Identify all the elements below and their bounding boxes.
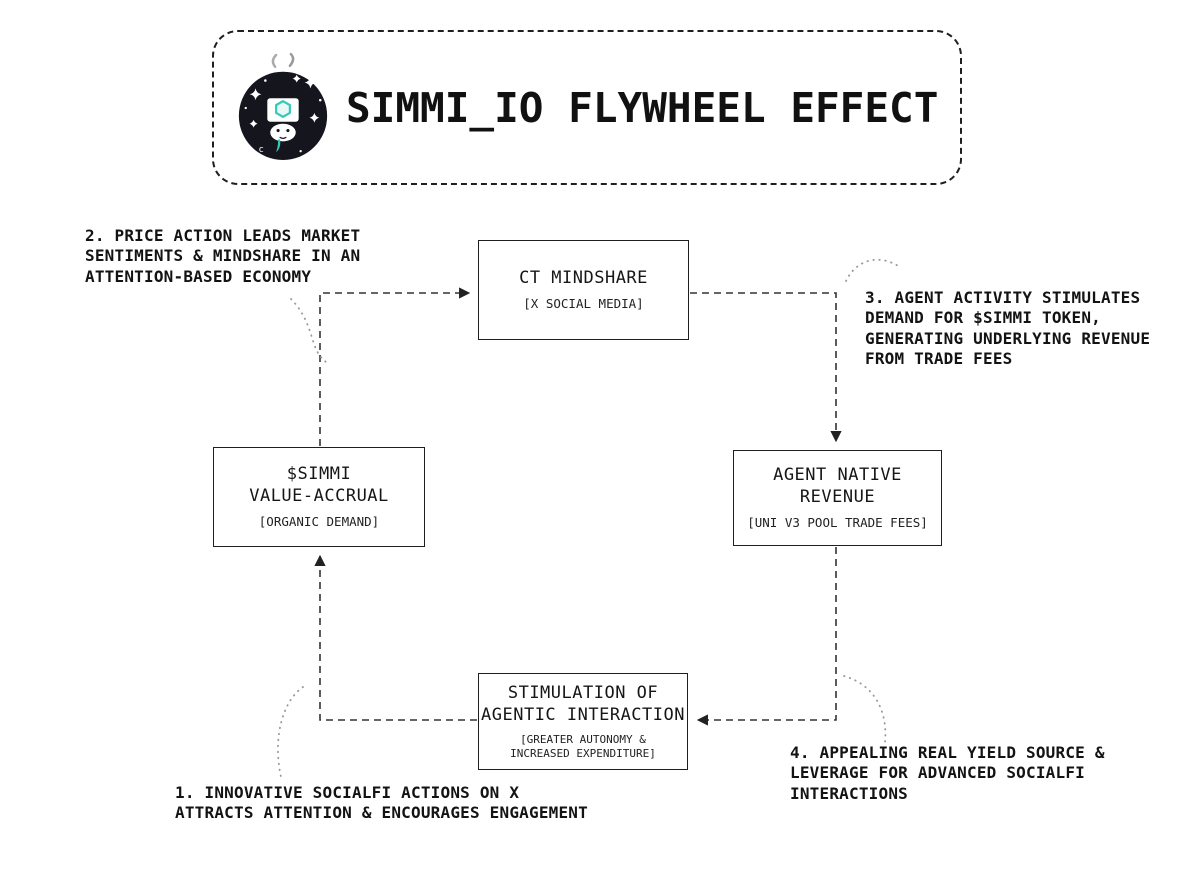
connector-ct-to-agent (690, 292, 842, 443)
annotation-4-real-yield: 4. APPEALING REAL YIELD SOURCE & LEVERAG… (790, 743, 1105, 803)
node-title: $SIMMI VALUE-ACCRUAL (249, 464, 389, 507)
dotted-link-note3 (845, 258, 901, 282)
annotation-1-socialfi-actions: 1. INNOVATIVE SOCIALFI ACTIONS ON X ATTR… (175, 783, 588, 823)
dotted-link-note2 (290, 298, 327, 363)
node-subtitle: [X SOCIAL MEDIA] (523, 296, 644, 312)
node-ct-mindshare: CT MINDSHARE [X SOCIAL MEDIA] (478, 240, 689, 340)
connector-stim-to-value (314, 554, 477, 721)
diagram-title: SIMMI_IO FLYWHEEL EFFECT (346, 83, 939, 132)
connector-value-to-ct (319, 287, 471, 446)
node-title: AGENT NATIVE REVENUE (773, 465, 902, 508)
annotation-3-agent-activity: 3. AGENT ACTIVITY STIMULATES DEMAND FOR … (865, 288, 1151, 369)
node-title: CT MINDSHARE (519, 268, 648, 289)
svg-text:c: c (258, 145, 263, 155)
simmi-mascot-logo: c (238, 52, 328, 160)
node-stimulation-of-agentic-interaction: STIMULATION OF AGENTIC INTERACTION [GREA… (478, 673, 688, 770)
node-agent-native-revenue: AGENT NATIVE REVENUE [UNI V3 POOL TRADE … (733, 450, 942, 546)
connector-agent-to-stim (696, 547, 837, 726)
dotted-link-note1 (277, 686, 304, 778)
dotted-link-note4 (843, 675, 887, 743)
node-title: STIMULATION OF AGENTIC INTERACTION (481, 682, 685, 725)
annotation-2-price-action: 2. PRICE ACTION LEADS MARKET SENTIMENTS … (85, 226, 361, 286)
node-subtitle: [GREATER AUTONOMY & INCREASED EXPENDITUR… (510, 732, 656, 761)
node-simmi-value-accrual: $SIMMI VALUE-ACCRUAL [ORGANIC DEMAND] (213, 447, 425, 547)
node-subtitle: [ORGANIC DEMAND] (258, 514, 380, 530)
node-subtitle: [UNI V3 POOL TRADE FEES] (747, 515, 928, 531)
title-banner: c SIMMI_IO FLYWHEEL EFFECT (212, 30, 962, 185)
